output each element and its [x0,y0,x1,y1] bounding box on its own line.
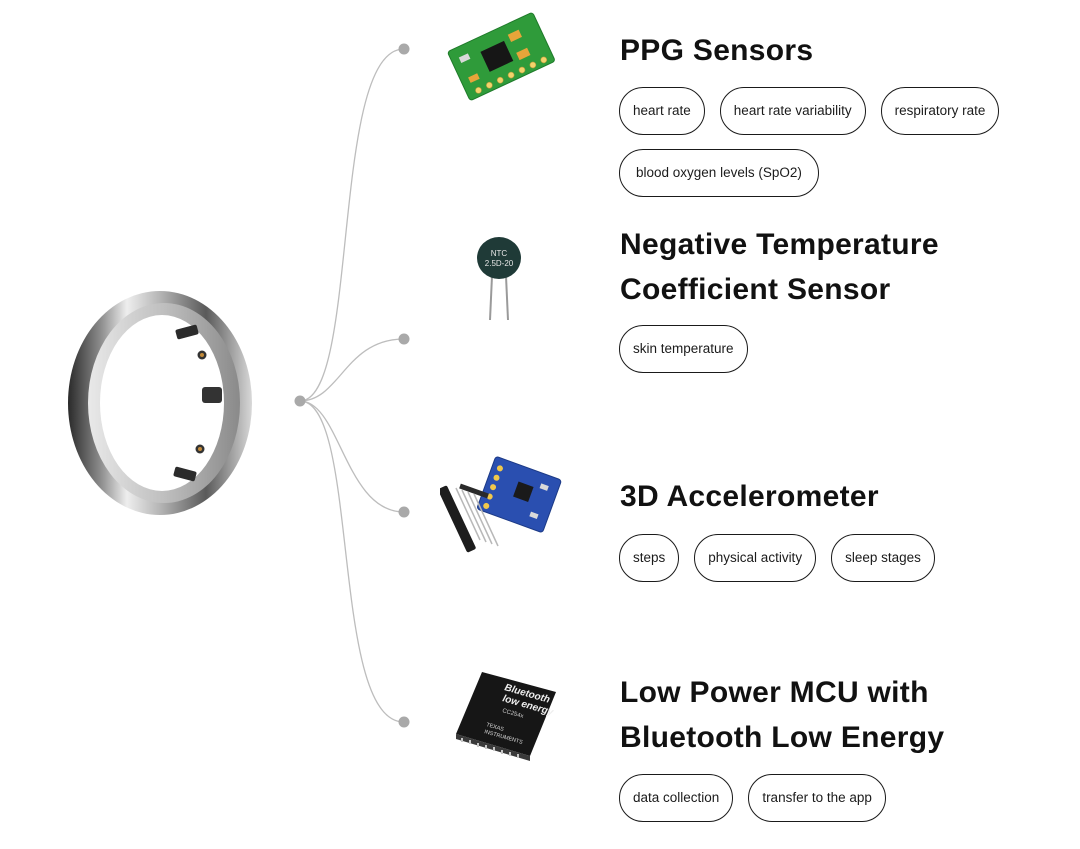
node-ppg [398,43,410,55]
function-chip-data-collection: data collection [619,774,734,822]
mcu-functions-chips: data collection transfer to the app [619,774,1059,822]
title-line: Bluetooth Low Energy [620,721,945,754]
accelerometer-image [440,456,562,553]
title-line: Low Power MCU with [620,676,929,709]
metric-chip-heart-rate: heart rate [619,87,705,135]
title-line: Negative Temperature [620,228,939,261]
accelerometer-title: 3D Accelerometer [620,474,879,519]
metric-chip-steps: steps [619,534,680,582]
connector-mcu [299,400,405,723]
mcu-title: Low Power MCU with Bluetooth Low Energy [620,670,944,760]
metric-chip-skin-temperature: skin temperature [619,325,748,373]
metric-chip-sleep-stages: sleep stages [831,534,935,582]
connector-ppg [299,48,405,402]
metric-chip-physical-activity: physical activity [694,534,817,582]
ntc-sensor-title: Negative Temperature Coefficient Sensor [620,222,939,312]
smart-ring-image [68,291,252,515]
ntc-label-line1: NTC [491,249,508,258]
title-line: Coefficient Sensor [620,273,891,306]
metric-chip-hrv: heart rate variability [719,87,866,135]
metric-chip-respiratory-rate: respiratory rate [880,87,1000,135]
hub-node [294,395,306,407]
mcu-brand-line1: TEXAS [485,722,504,733]
ntc-thermistor-image: NTC 2.5D-20 [477,237,521,321]
mcu-label-line3: CC254x [501,708,524,720]
node-ntc [398,333,410,345]
ntc-label-line2: 2.5D-20 [485,259,514,268]
title-line: PPG Sensors [620,34,814,67]
title-line: 3D Accelerometer [620,480,879,513]
mcu-chip-image: Bluetooth low energy CC254x TEXAS INSTRU… [456,672,556,761]
node-accelerometer [398,506,410,518]
connector-ntc [299,338,405,402]
accelerometer-metrics-chips: steps physical activity sleep stages [619,534,1059,582]
node-mcu [398,716,410,728]
function-chip-transfer-to-app: transfer to the app [748,774,886,822]
ntc-metrics-chips: skin temperature [619,325,1059,373]
connector-accelerometer [299,400,405,513]
ppg-sensor-image [447,12,555,101]
ppg-sensors-title: PPG Sensors [620,28,813,73]
metric-chip-spo2: blood oxygen levels (SpO2) [619,149,819,197]
ppg-metrics-chips: heart rate heart rate variability respir… [619,87,1059,197]
